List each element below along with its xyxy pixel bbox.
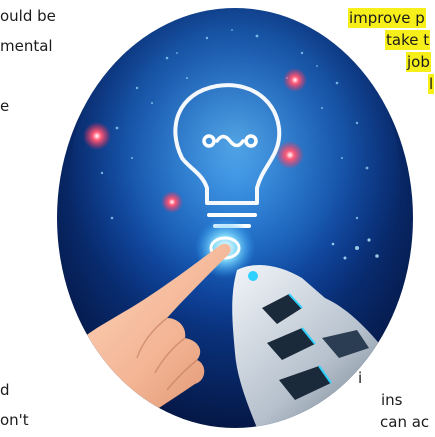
right-text-line-2: ins — [381, 391, 403, 409]
right-highlight-line-1: improve p — [348, 8, 426, 28]
left-text-line-5: on't — [0, 411, 29, 429]
left-text-line-1: ould be — [0, 7, 56, 25]
left-text-line-2: mental — [0, 37, 53, 55]
right-highlight-line-4: l — [428, 74, 435, 94]
ai-illustration — [57, 8, 413, 428]
left-text-line-4: d — [0, 381, 10, 399]
left-text-line-3: e — [0, 97, 10, 115]
right-text-line-1: i — [358, 369, 363, 387]
right-text-line-3: can ac — [380, 413, 430, 431]
robot-face-icon — [202, 134, 258, 148]
right-highlight-line-3: job — [406, 52, 431, 72]
right-highlight-line-2: take t — [385, 30, 431, 50]
